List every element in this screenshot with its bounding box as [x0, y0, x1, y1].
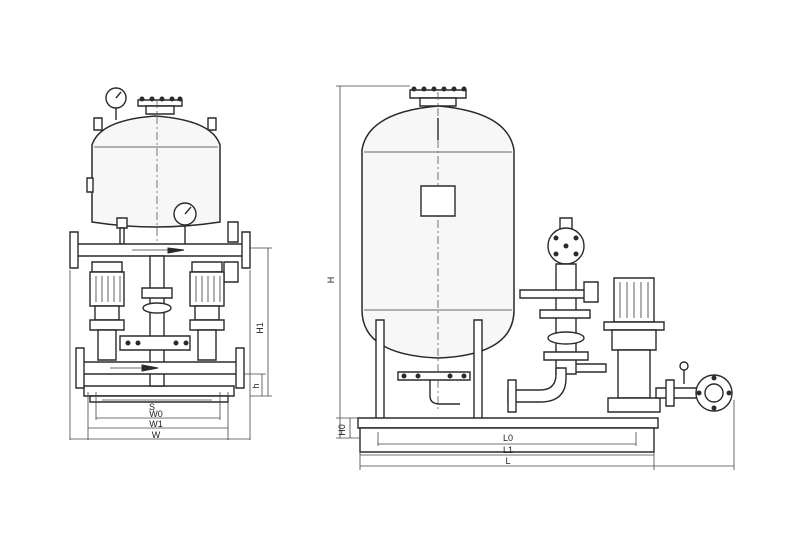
side-base-frame — [358, 418, 658, 452]
suction-header — [76, 348, 244, 388]
pressure-switch-icon — [117, 218, 127, 244]
lifting-lug-left — [94, 118, 102, 130]
dim-label-h1: H1 — [255, 322, 265, 334]
tank-leg-right — [474, 320, 482, 420]
side-view: H H0 L0 L1 L — [326, 86, 734, 470]
dim-label-w1: W1 — [149, 419, 163, 429]
dim-label-L0: L0 — [503, 433, 513, 443]
pump-right — [190, 262, 224, 360]
elbow-flange — [508, 380, 516, 412]
lifting-lug-right — [208, 118, 216, 130]
tank-nameplate — [421, 186, 455, 216]
header-pressure-gauge-icon — [174, 203, 196, 246]
dim-label-H: H — [326, 277, 336, 284]
dim-label-h: h — [251, 383, 261, 388]
tank-side-port — [87, 178, 93, 192]
tank-outlet-flange — [398, 372, 470, 380]
pump-left — [90, 262, 124, 360]
pressure-tank-front — [92, 116, 220, 227]
center-valve — [142, 288, 172, 298]
tank-top-flange — [138, 97, 182, 114]
dim-label-w0: W0 — [149, 409, 163, 419]
tank-to-pump-elbow — [508, 368, 566, 402]
dim-label-H0: H0 — [337, 424, 347, 436]
front-dimensions — [70, 248, 272, 440]
header-valve — [228, 222, 238, 242]
check-valve-right — [224, 262, 238, 282]
vertical-manifold — [520, 218, 598, 374]
side-dimensions — [336, 86, 734, 470]
dim-label-w: W — [152, 430, 161, 440]
discharge-pipe — [576, 364, 606, 372]
tank-leg-left — [376, 320, 384, 420]
dim-label-L1: L1 — [503, 445, 513, 455]
suction-manifold — [120, 336, 190, 350]
dim-label-L: L — [505, 456, 510, 466]
suction-inlet — [656, 362, 732, 411]
dim-label-s: S — [149, 402, 155, 412]
vertical-pump — [604, 278, 664, 412]
front-view: S W0 W1 W H1 h — [70, 88, 272, 440]
tank-outlet-pipe — [430, 380, 460, 404]
top-pressure-gauge-icon — [106, 88, 126, 120]
